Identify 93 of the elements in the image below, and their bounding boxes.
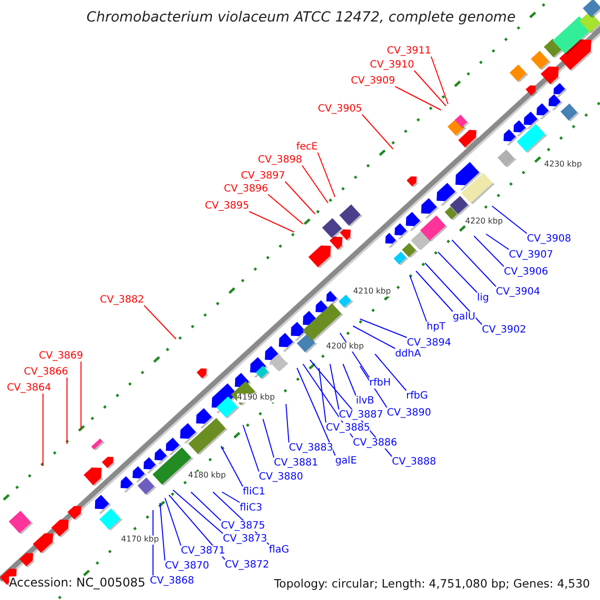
gene-label: CV_3902	[482, 324, 526, 336]
leader-line	[430, 56, 448, 104]
leader-line	[374, 354, 407, 391]
gene-label: CV_3909	[350, 76, 396, 86]
leader-line	[486, 234, 510, 250]
leader-line	[330, 364, 340, 410]
leader-line	[452, 240, 496, 287]
gene-label: CV_3886	[352, 438, 398, 448]
leader-line	[152, 510, 154, 576]
gene-label: CV_3905	[318, 104, 362, 114]
gene-label: lig	[477, 292, 489, 304]
gene-label: galU	[452, 312, 476, 322]
leader-line	[164, 498, 182, 546]
position-label: 4180 kbp	[188, 472, 226, 480]
gene-label: CV_3881	[274, 458, 318, 468]
leader-line	[42, 393, 44, 466]
position-label: 4210 kbp	[353, 288, 391, 296]
leader-line	[268, 194, 304, 224]
leader-line	[438, 252, 478, 293]
gene-label: ddhA	[395, 348, 421, 360]
leader-line	[296, 368, 336, 456]
leader-line	[190, 492, 222, 521]
gene-label: CV_3907	[508, 250, 554, 260]
gene-label: CV_3875	[220, 520, 266, 532]
gene-label: CV_3871	[180, 546, 226, 556]
leader-line	[424, 262, 482, 325]
leader-line	[160, 502, 166, 561]
gene-label: CV_3885	[326, 422, 370, 434]
gene-label: CV_3887	[338, 410, 384, 420]
leader-line	[492, 206, 528, 234]
gene-label: CV_3894	[406, 338, 452, 348]
leader-line	[414, 70, 446, 106]
leader-line	[284, 181, 316, 214]
gene-label: CV_3896	[224, 184, 268, 194]
leader-line	[302, 165, 328, 204]
gene-label: CV_3873	[222, 534, 268, 544]
leader-line	[248, 211, 294, 232]
gene-label: CV_3880	[258, 472, 304, 482]
gene-label: CV_3883	[288, 442, 334, 454]
leader-line	[80, 361, 82, 430]
gene-label: hpT	[426, 322, 446, 332]
gene-label: galE	[335, 456, 357, 466]
leader-line	[286, 404, 290, 443]
gene-label: CV_3904	[496, 286, 540, 298]
leader-line	[474, 236, 504, 267]
gene-label: CV_3911	[386, 46, 432, 56]
leader-line	[66, 377, 68, 444]
gene-label: CV_3898	[258, 154, 302, 166]
gene-label: CV_3872	[224, 560, 270, 570]
leader-line	[360, 318, 408, 338]
leader-line	[360, 366, 388, 408]
gene-label: CV_3908	[526, 234, 572, 244]
gene-label: CV_3866	[24, 366, 68, 378]
summary-text: Topology: circular; Length: 4,751,080 bp; Genes: 4,530	[274, 578, 590, 590]
gene-label: CV_3895	[204, 200, 250, 212]
leader-line	[172, 490, 224, 534]
leader-line	[416, 270, 454, 312]
leader-line	[262, 418, 274, 458]
gene-label: fliC1	[242, 486, 266, 498]
leader-line	[352, 326, 396, 349]
leader-line	[317, 152, 336, 198]
title: Chromobacterium violaceum ATCC 12472, complete genome	[86, 10, 516, 26]
gene-label: CV_3890	[386, 408, 432, 418]
leader-line	[144, 305, 176, 340]
position-label: 4170 kbp	[121, 536, 159, 544]
position-label: 4200 kbp	[326, 342, 364, 352]
position-label: 4190 kbp	[237, 394, 275, 402]
leader-line	[220, 446, 244, 487]
position-label: 4230 kbp	[544, 160, 582, 170]
leader-line	[318, 368, 326, 423]
gene-label: CV_3897	[240, 170, 286, 182]
gene-label: ilvB	[356, 396, 374, 406]
leader-line	[362, 114, 394, 150]
leader-line	[242, 424, 260, 472]
gene-label: CV_3869	[38, 350, 84, 362]
gene-label: CV_3906	[504, 266, 548, 278]
gene-label: rfbG	[406, 390, 428, 402]
gene-label: rfbH	[369, 378, 391, 388]
leader-line	[410, 276, 428, 322]
leader-line	[222, 492, 240, 503]
gene-label: fliC3	[240, 502, 262, 514]
gene-label: CV_3870	[164, 560, 210, 572]
gene-label: CV_3888	[392, 456, 436, 468]
gene-label: CV_3910	[370, 60, 414, 70]
accession-text: Accession: NC_005085	[9, 576, 146, 590]
gene-label: CV_3868	[150, 576, 194, 586]
leader-line	[394, 86, 442, 110]
gene-label: fecE	[296, 142, 318, 152]
gene-label: CV_3864	[6, 382, 52, 394]
position-label: 4220 kbp	[465, 218, 503, 226]
gene-label: CV_3882	[100, 294, 144, 306]
leader-line	[342, 364, 356, 396]
gene-label: flaG	[268, 544, 290, 556]
